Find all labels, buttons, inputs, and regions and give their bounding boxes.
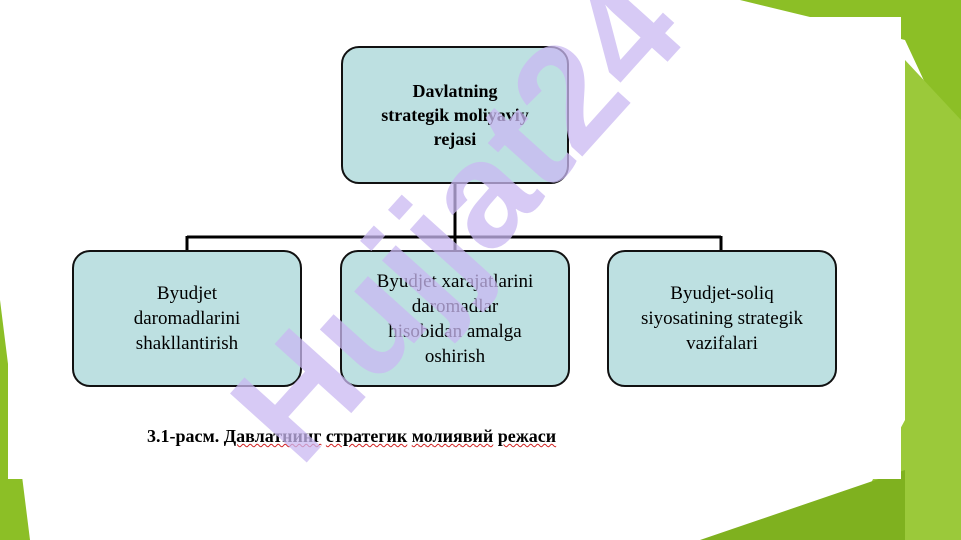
green-corner-shape-bottom bbox=[700, 470, 905, 540]
root-line: strategik moliyaviy bbox=[381, 105, 529, 125]
caption-word: Давлатнинг bbox=[223, 426, 322, 446]
caption-word: стратегик bbox=[325, 426, 408, 446]
node-line: vazifalari bbox=[686, 333, 758, 354]
node-line: oshirish bbox=[424, 345, 486, 367]
caption-word: режаси bbox=[497, 426, 557, 446]
root-line: rejasi bbox=[433, 129, 477, 149]
node-line: daromadlarini bbox=[133, 308, 241, 329]
caption-word: молиявий bbox=[411, 426, 494, 446]
child-node-expenditure: Byudjet xarajatlarini daromadlar hisobid… bbox=[340, 250, 570, 387]
child-node-tax-policy: Byudjet-soliq siyosatining strategik vaz… bbox=[607, 250, 837, 387]
child-node-revenue: Byudjet daromadlarini shakllantirish bbox=[72, 250, 302, 387]
caption-prefix: 3.1-расм. bbox=[147, 426, 220, 446]
green-corner-shape-top bbox=[740, 0, 961, 160]
node-line: Byudjet bbox=[156, 283, 218, 304]
root-line: Davlatning bbox=[412, 81, 498, 101]
node-line: Byudjet xarajatlarini bbox=[376, 270, 534, 292]
green-corner-shape-right bbox=[840, 60, 961, 540]
node-line: siyosatining strategik bbox=[640, 308, 803, 329]
node-line: Byudjet-soliq bbox=[670, 283, 774, 304]
node-line: daromadlar bbox=[411, 295, 499, 317]
node-line: hisobidan amalga bbox=[388, 320, 522, 342]
root-node: Davlatning strategik moliyaviy rejasi bbox=[341, 46, 569, 184]
node-line: shakllantirish bbox=[135, 333, 239, 354]
figure-caption: 3.1-расм. Давлатнинг стратегик молиявий … bbox=[147, 426, 556, 447]
